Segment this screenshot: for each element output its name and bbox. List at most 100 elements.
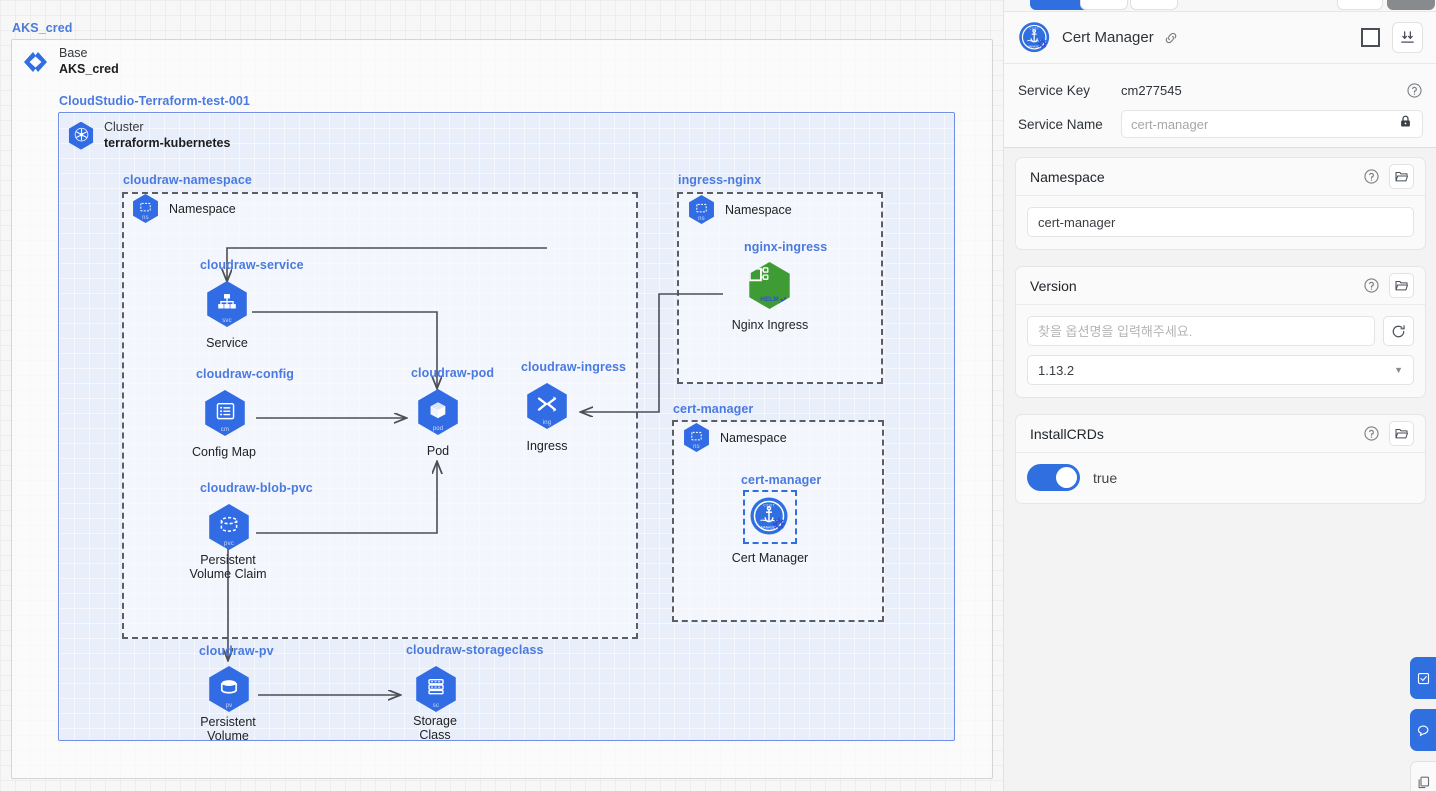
k8s-pv-icon[interactable]: pv: [209, 666, 249, 712]
toolbar-button-5[interactable]: [1387, 0, 1435, 10]
service-name-row: Service Name: [1018, 110, 1423, 138]
installcrds-toggle-label: true: [1093, 469, 1118, 486]
node-caption-ingress: Ingress: [526, 439, 568, 453]
namespace-input[interactable]: [1038, 214, 1403, 230]
toolbar-button-4[interactable]: [1337, 0, 1383, 10]
version-search-field[interactable]: [1027, 316, 1375, 346]
group-label-cloudraw-ingress: cloudraw-ingress: [521, 360, 627, 374]
helm-certmanager-icon[interactable]: C E R T MANAGER: [749, 496, 791, 538]
card-namespace: Namespace: [1015, 157, 1426, 250]
copy-fab[interactable]: [1410, 761, 1436, 791]
service-key-label: Service Key: [1018, 82, 1091, 98]
card-namespace-title: Namespace: [1030, 168, 1105, 185]
lock-icon: [1398, 114, 1413, 134]
node-cluster[interactable]: Cluster terraform-kubernetes: [67, 120, 230, 151]
service-name-input[interactable]: [1131, 116, 1398, 132]
cluster-name: terraform-kubernetes: [104, 135, 231, 150]
node-namespace-ingress-nginx[interactable]: ns Namespace: [687, 195, 792, 224]
square-checkbox-icon[interactable]: [1361, 28, 1380, 47]
node-namespace-cloudraw[interactable]: ns Namespace: [131, 194, 236, 223]
base-name: AKS_cred: [59, 61, 119, 76]
property-cards: Namespace: [1004, 157, 1436, 520]
version-select-value: 1.13.2: [1038, 362, 1075, 378]
diagram-canvas[interactable]: AKS_cred Base AKS_cred CloudStudio-Terra…: [0, 0, 1003, 791]
node-caption-configmap: Config Map: [192, 445, 256, 459]
group-label-cloudraw-config: cloudraw-config: [196, 367, 295, 381]
question-circle-icon[interactable]: [1406, 82, 1423, 99]
svg-text:C E R T: C E R T: [763, 503, 774, 507]
k8s-cluster-icon: [68, 121, 94, 150]
node-caption-nginx-ingress: Nginx Ingress: [731, 318, 809, 332]
download-button[interactable]: [1392, 22, 1423, 53]
node-caption-cert-manager: Cert Manager: [731, 551, 809, 565]
k8s-namespace-icon: ns: [133, 194, 158, 223]
top-toolbar: [1004, 0, 1436, 12]
service-key-row: Service Key cm277545: [1018, 76, 1423, 104]
version-select[interactable]: 1.13.2 ▼: [1027, 355, 1414, 385]
group-label-cloudraw-namespace: cloudraw-namespace: [123, 173, 252, 187]
card-installcrds-header: InstallCRDs: [1016, 415, 1425, 453]
service-name-field[interactable]: [1121, 110, 1423, 138]
code-brackets-icon: [24, 51, 47, 72]
svg-text:MANAGER: MANAGER: [761, 526, 778, 530]
chevron-down-icon: ▼: [1394, 365, 1403, 375]
link-icon[interactable]: [1163, 30, 1179, 46]
toggle-knob: [1056, 467, 1077, 488]
service-header: C E R T MANAGER Cert Manager: [1004, 12, 1436, 64]
question-circle-icon[interactable]: [1363, 168, 1380, 185]
svg-text:C E R T: C E R T: [1030, 26, 1040, 30]
group-label-nginx-ingress: nginx-ingress: [744, 240, 828, 254]
node-caption-storageclass: Storage Class: [413, 714, 457, 742]
group-label-cloudraw-pv: cloudraw-pv: [199, 644, 274, 658]
service-title: Cert Manager: [1062, 29, 1154, 46]
card-installcrds: InstallCRDs: [1015, 414, 1426, 504]
group-label-cert-manager-ns: cert-manager: [673, 402, 754, 416]
node-caption-namespace-1: Namespace: [169, 201, 236, 216]
node-caption-service: Service: [206, 336, 248, 350]
cert-manager-logo-icon: C E R T MANAGER: [1018, 21, 1052, 55]
version-search-input[interactable]: [1038, 323, 1364, 339]
service-key-value: cm277545: [1121, 82, 1182, 98]
k8s-ingress-icon[interactable]: ing: [527, 383, 567, 429]
card-version: Version: [1015, 266, 1426, 398]
node-caption-pv: Persistent Volume: [200, 715, 256, 743]
base-kind: Base: [59, 46, 88, 60]
toolbar-button-2[interactable]: [1080, 0, 1128, 10]
service-name-label: Service Name: [1018, 116, 1103, 132]
group-label-cloudraw-pod: cloudraw-pod: [411, 366, 495, 380]
k8s-namespace-icon: ns: [684, 423, 709, 452]
helm-nginx-icon[interactable]: HELM: [749, 262, 790, 309]
k8s-storageclass-icon[interactable]: sc: [416, 666, 456, 712]
note-edit-fab[interactable]: [1410, 657, 1436, 699]
group-label-cloudraw-service: cloudraw-service: [200, 258, 304, 272]
base-group-label: AKS_cred: [12, 21, 73, 35]
installcrds-toggle[interactable]: [1027, 464, 1080, 491]
node-caption-namespace-3: Namespace: [720, 430, 787, 445]
question-circle-icon[interactable]: [1363, 277, 1380, 294]
card-version-body: 1.13.2 ▼: [1016, 305, 1425, 397]
provider-group-label: CloudStudio-Terraform-test-001: [59, 94, 250, 108]
node-caption-namespace-2: Namespace: [725, 202, 792, 217]
card-version-header: Version: [1016, 267, 1425, 305]
folder-icon[interactable]: [1389, 164, 1414, 189]
card-installcrds-body: true: [1016, 453, 1425, 503]
folder-icon[interactable]: [1389, 273, 1414, 298]
group-label-ingress-nginx: ingress-nginx: [678, 173, 762, 187]
chat-fab[interactable]: [1410, 709, 1436, 751]
folder-icon[interactable]: [1389, 421, 1414, 446]
card-namespace-header: Namespace: [1016, 158, 1425, 196]
card-version-title: Version: [1030, 277, 1077, 294]
question-circle-icon[interactable]: [1363, 425, 1380, 442]
namespace-field[interactable]: [1027, 207, 1414, 237]
refresh-icon[interactable]: [1383, 316, 1414, 346]
node-namespace-cert-manager[interactable]: ns Namespace: [682, 423, 787, 452]
card-namespace-body: [1016, 196, 1425, 249]
toolbar-button-3[interactable]: [1130, 0, 1178, 10]
svg-text:MANAGER: MANAGER: [1028, 44, 1041, 48]
selection-box-cert-manager[interactable]: [743, 490, 797, 544]
service-meta: Service Key cm277545 Service Name: [1004, 64, 1436, 148]
node-caption-pvc: Persistent Volume Claim: [189, 553, 267, 581]
cluster-kind: Cluster: [104, 120, 144, 134]
node-base[interactable]: Base AKS_cred: [20, 46, 119, 77]
